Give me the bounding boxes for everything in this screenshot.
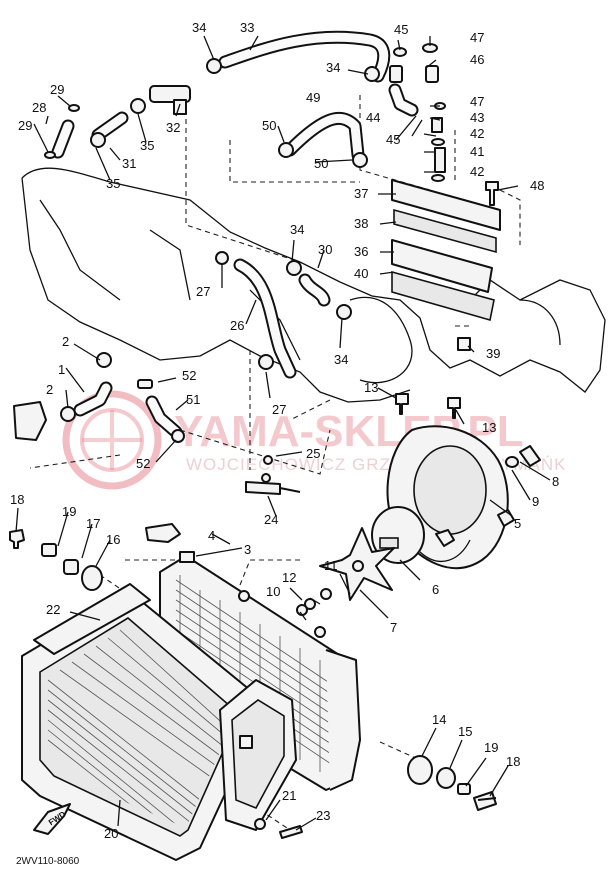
callout-23: 23 — [316, 808, 330, 823]
grill-22 — [33, 583, 151, 655]
callout-29b: 29 — [18, 118, 32, 133]
callout-26: 26 — [230, 318, 244, 333]
callout-35a: 35 — [140, 138, 154, 153]
radiator-3 — [145, 523, 361, 791]
callout-16: 16 — [106, 532, 120, 547]
callout-19b: 19 — [484, 740, 498, 755]
callout-50a: 50 — [262, 118, 276, 133]
radiator-cap-4 — [145, 523, 181, 543]
callout-29a: 29 — [50, 82, 64, 97]
callout-52b: 52 — [136, 456, 150, 471]
callout-2b: 2 — [46, 382, 53, 397]
callout-25: 25 — [306, 446, 320, 461]
callout-13b: 13 — [482, 420, 496, 435]
callout-52a: 52 — [182, 368, 196, 383]
callout-33: 33 — [240, 20, 254, 35]
leader-lines — [15, 35, 551, 831]
callout-31: 31 — [122, 156, 136, 171]
callout-40: 40 — [354, 266, 368, 281]
radiator-cover — [21, 583, 303, 861]
joint-24 — [245, 481, 281, 495]
callout-3: 3 — [244, 542, 251, 557]
callout-30: 30 — [318, 242, 332, 257]
callout-22: 22 — [46, 602, 60, 617]
bolt-13 — [395, 393, 409, 415]
callout-50b: 50 — [314, 156, 328, 171]
callout-7: 7 — [390, 620, 397, 635]
callout-45b: 45 — [386, 132, 400, 147]
callout-36: 36 — [354, 244, 368, 259]
callout-18b: 18 — [506, 754, 520, 769]
callout-27b: 27 — [272, 402, 286, 417]
callout-24: 24 — [264, 512, 278, 527]
callout-42a: 42 — [470, 126, 484, 141]
callout-17: 17 — [86, 516, 100, 531]
callout-37: 37 — [354, 186, 368, 201]
assembly-lines — [29, 92, 521, 831]
callout-41: 41 — [470, 144, 484, 159]
callout-11: 11 — [324, 558, 338, 573]
callout-13a: 13 — [364, 380, 378, 395]
clamp-34-top — [206, 58, 222, 74]
callout-12: 12 — [282, 570, 296, 585]
callout-32: 32 — [166, 120, 180, 135]
callouts: 1 2 2 3 4 5 6 7 8 9 10 11 12 13 13 14 15… — [10, 20, 559, 841]
watermark-logo — [62, 390, 162, 490]
callout-21: 21 — [282, 788, 296, 803]
drawing-code: 2WV110-8060 — [16, 856, 80, 867]
mounts — [9, 529, 497, 811]
callout-44: 44 — [366, 110, 380, 125]
callout-20: 20 — [104, 826, 118, 841]
joint-32 — [149, 85, 191, 103]
callout-18a: 18 — [10, 492, 24, 507]
callout-9: 9 — [532, 494, 539, 509]
callout-48: 48 — [530, 178, 544, 193]
callout-51: 51 — [186, 392, 200, 407]
forward-arrow: FWD — [33, 803, 71, 835]
callout-45a: 45 — [394, 22, 408, 37]
callout-10: 10 — [266, 584, 280, 599]
thermostat-housing — [391, 179, 501, 322]
callout-46: 46 — [470, 52, 484, 67]
callout-39: 39 — [486, 346, 500, 361]
callout-42b: 42 — [470, 164, 484, 179]
callout-8: 8 — [552, 474, 559, 489]
callout-43: 43 — [470, 110, 484, 125]
callout-34b: 34 — [326, 60, 340, 75]
callout-34c: 34 — [290, 222, 304, 237]
callout-34a: 34 — [192, 20, 206, 35]
callout-47b: 47 — [470, 94, 484, 109]
callout-15: 15 — [458, 724, 472, 739]
callout-28: 28 — [32, 100, 46, 115]
callout-19a: 19 — [62, 504, 76, 519]
callout-27a: 27 — [196, 284, 210, 299]
callout-6: 6 — [432, 582, 439, 597]
callout-1: 1 — [58, 362, 65, 377]
callout-38: 38 — [354, 216, 368, 231]
hoses — [51, 30, 419, 439]
callout-5: 5 — [514, 516, 521, 531]
callout-35b: 35 — [106, 176, 120, 191]
small-parts — [13, 43, 541, 495]
callout-2a: 2 — [62, 334, 69, 349]
fan-assembly — [296, 425, 515, 616]
callout-34d: 34 — [334, 352, 348, 367]
callout-47a: 47 — [470, 30, 484, 45]
callout-14: 14 — [432, 712, 446, 727]
callout-4: 4 — [208, 528, 215, 543]
callout-49: 49 — [306, 90, 320, 105]
